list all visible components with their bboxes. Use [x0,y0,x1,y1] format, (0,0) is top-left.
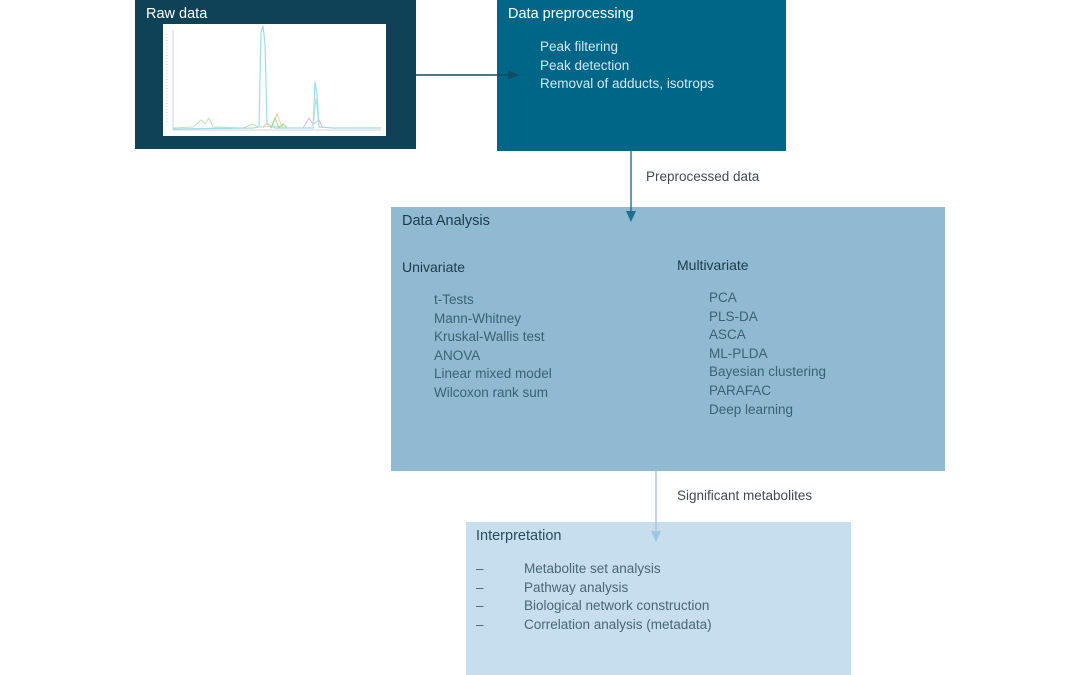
list-item: Kruskal-Wallis test [434,329,545,345]
analysis-to-interpretation-arrowhead [651,531,661,542]
list-item: – Correlation analysis (metadata) [476,616,712,635]
list-item-label: Metabolite set analysis [524,561,661,576]
list-item: – Metabolite set analysis [476,560,712,579]
interpretation-box: Interpretation – Metabolite set analysis … [466,522,851,675]
preprocessed-data-label: Preprocessed data [646,169,760,184]
dash-bullet: – [476,616,484,632]
data-analysis-box: Data Analysis Univariate t-Tests Mann-Wh… [391,207,945,471]
list-item: ANOVA [434,347,481,363]
raw-data-title: Raw data [146,6,208,22]
multivariate-list: PCA PLS-DA ASCA ML-PLDA Bayesian cluster… [709,289,826,419]
raw-to-preprocessing-arrowhead [508,70,519,80]
univariate-heading: Univariate [402,259,466,275]
dash-bullet: – [476,561,484,576]
data-analysis-title: Data Analysis [402,213,490,229]
list-item-label: Biological network construction [524,598,710,614]
list-item: Peak filtering [540,39,619,54]
list-item: PLS-DA [709,308,758,324]
list-item-label: Pathway analysis [524,579,629,595]
preprocessing-title: Data preprocessing [508,6,634,22]
list-item: ASCA [709,327,746,343]
chromatogram-thumbnail [163,24,386,136]
multivariate-heading: Multivariate [677,257,749,273]
list-item: ML-PLDA [709,345,768,361]
list-item: Mann-Whitney [434,310,522,326]
list-item: – Biological network construction [476,597,712,616]
list-item: Linear mixed model [434,366,552,382]
list-item: t-Tests [434,292,474,307]
interpretation-title: Interpretation [476,528,562,544]
preprocessing-list: Peak filtering Peak detection Removal of… [540,38,714,94]
list-item: PARAFAC [709,382,772,398]
dash-bullet: – [476,598,484,614]
list-item: Removal of adducts, isotrops [540,76,715,92]
univariate-list: t-Tests Mann-Whitney Kruskal-Wallis test… [434,291,552,403]
list-item: Wilcoxon rank sum [434,384,549,400]
list-item: Bayesian clustering [709,364,827,380]
interpretation-list: – Metabolite set analysis – Pathway analys… [476,560,712,634]
significant-metabolites-label: Significant metabolites [677,488,813,503]
list-item: – Pathway analysis [476,579,712,598]
list-item: Deep learning [709,401,794,417]
list-item-label: Correlation analysis (metadata) [524,616,712,632]
list-item: PCA [709,290,737,305]
preprocessing-to-analysis-arrowhead [626,211,636,222]
preprocessing-box: Data preprocessing Peak filtering Peak d… [497,0,786,151]
dash-bullet: – [476,579,484,595]
list-item: Peak detection [540,57,630,73]
